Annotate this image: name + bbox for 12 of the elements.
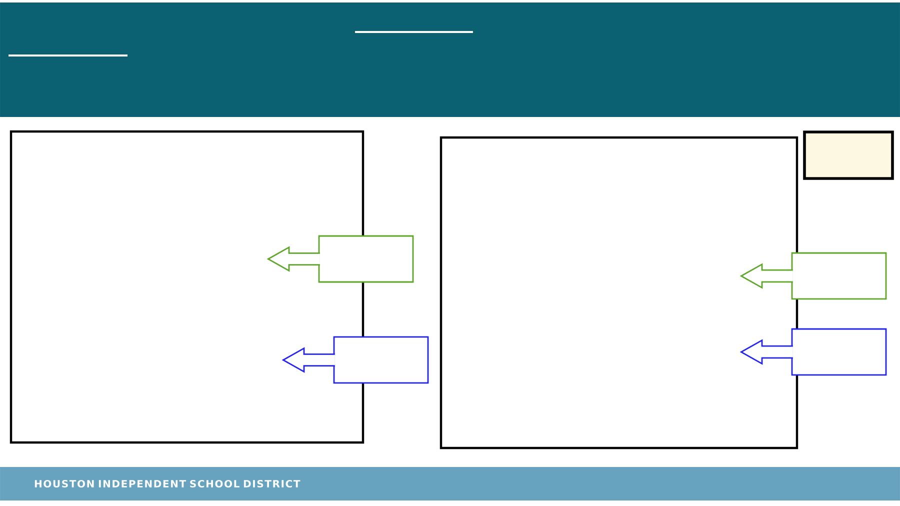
block-arrow [740,339,794,365]
panel-box [10,130,364,444]
callout-box [333,336,429,384]
block-arrow [740,263,794,289]
callout-box [318,235,414,283]
callout-box [791,252,887,300]
block-arrow [266,246,321,272]
panel-box [440,136,798,450]
note-box [803,130,894,180]
callout-box [791,328,887,376]
block-arrow [282,347,336,373]
footer-band: HOUSTON INDEPENDENT SCHOOL DISTRICT [0,466,900,500]
